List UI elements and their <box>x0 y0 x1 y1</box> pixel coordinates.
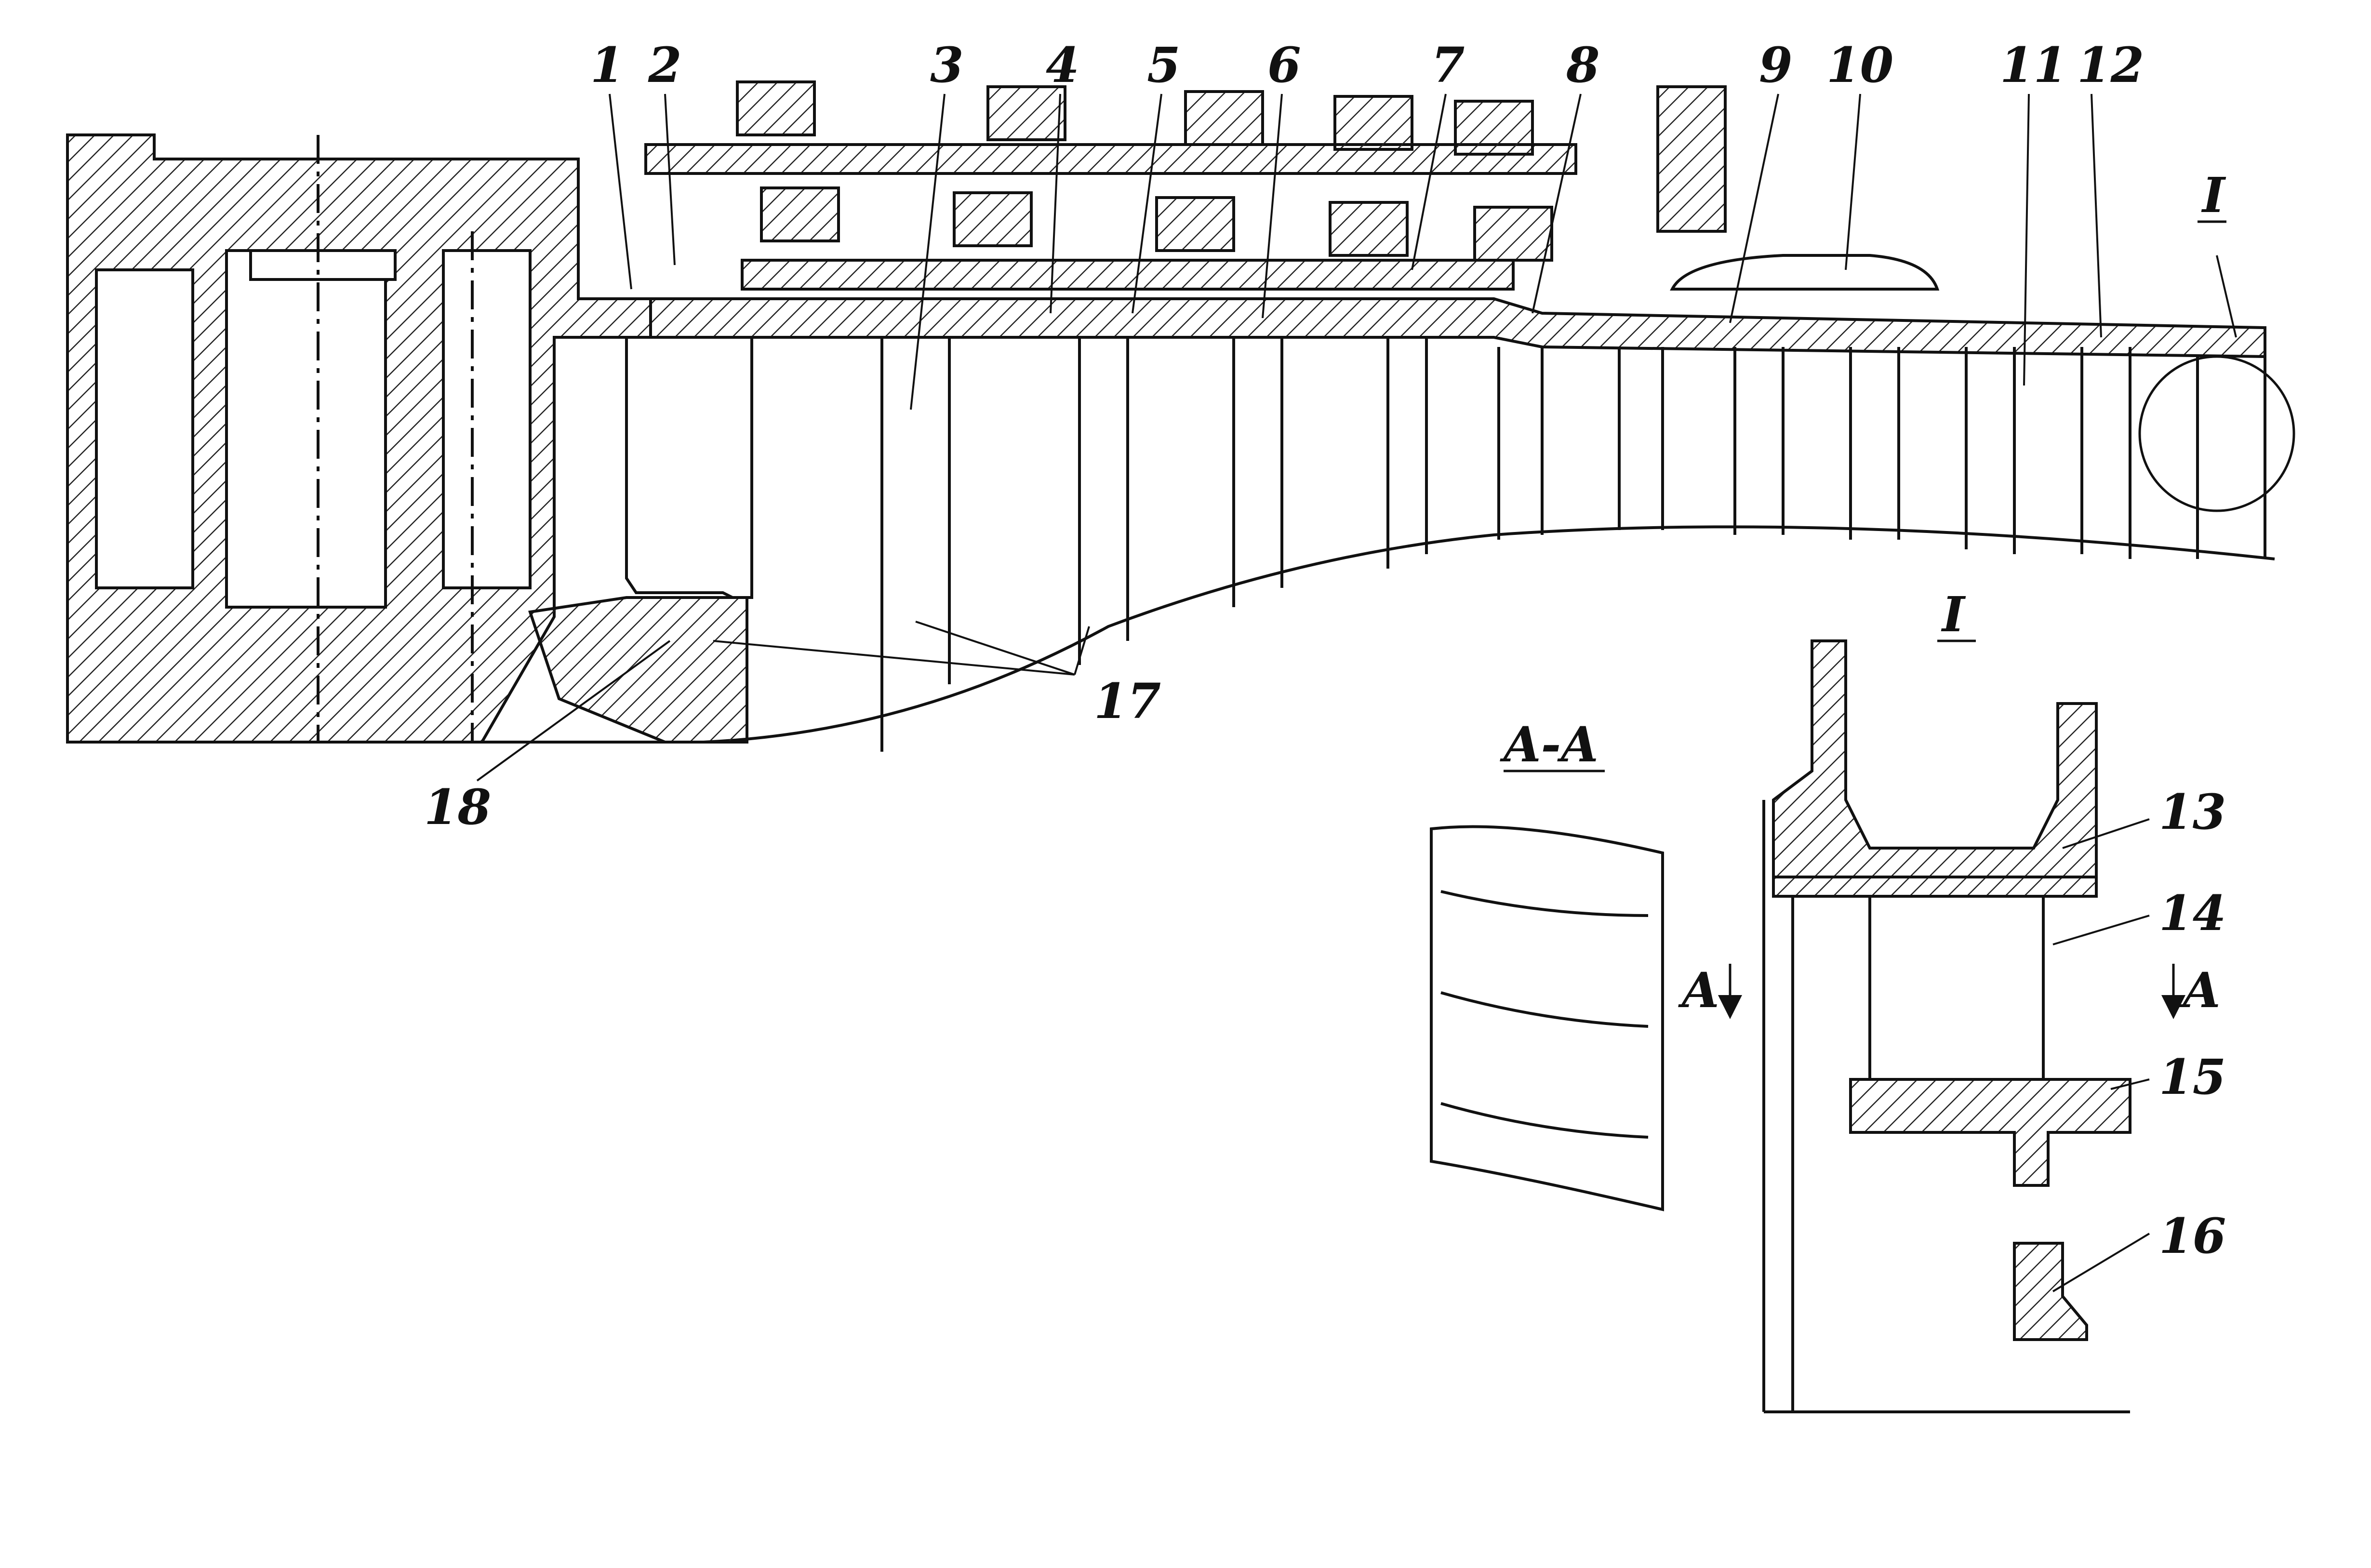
section-aa-view <box>1430 825 1664 1211</box>
part-label-18: 18 <box>424 779 491 836</box>
casing-cavity-2 <box>225 249 387 609</box>
actuator-5 <box>1454 100 1534 156</box>
part-label-10: 10 <box>1826 37 1893 93</box>
detail-ring-seal <box>1772 876 2098 898</box>
section-labels: A-A I I A A <box>1500 167 2226 1019</box>
main-section-view <box>66 80 2295 752</box>
outer-casing-band <box>644 143 1577 175</box>
actuator-2 <box>986 85 1066 141</box>
detail-ring-upper <box>1772 639 2098 878</box>
part-label-8: 8 <box>1566 37 1600 93</box>
part-label-6: 6 <box>1267 37 1301 93</box>
part-label-13: 13 <box>2159 784 2226 840</box>
detail-hub-16 <box>2013 1242 2088 1341</box>
part-label-1: 1 <box>590 37 624 93</box>
rear-stage-blades <box>1497 347 2266 559</box>
actuator-6 <box>1656 85 1727 233</box>
section-arrow-left-label: A <box>1678 962 1719 1019</box>
part-number-labels: 1 2 3 4 5 6 7 8 9 10 11 12 13 14 15 16 1… <box>424 37 2226 1264</box>
bearing-housing <box>528 596 748 744</box>
actuator-4 <box>1333 95 1413 151</box>
casing-cavity-1 <box>95 268 194 589</box>
lower-actuator-4 <box>1329 201 1409 257</box>
lower-actuator-3 <box>1155 196 1235 252</box>
detail-I-view <box>1762 639 2131 1413</box>
section-aa-blade-2 <box>1440 991 1649 1028</box>
section-aa-title: A-A <box>1500 716 1598 773</box>
casing-cavity-3 <box>442 249 532 589</box>
break-line <box>67 525 2275 744</box>
section-arrow-right-label: A <box>2179 962 2221 1019</box>
lower-actuator-5 <box>1473 206 1553 262</box>
bleed-cavity <box>1670 254 1940 291</box>
part-label-11: 11 <box>2000 37 2067 93</box>
part-label-12: 12 <box>2077 37 2144 93</box>
part-label-9: 9 <box>1759 37 1793 93</box>
part-label-4: 4 <box>1046 37 1079 93</box>
part-label-16: 16 <box>2159 1208 2226 1264</box>
casing-cavity-top <box>249 249 397 281</box>
stator-shroud <box>649 297 2266 359</box>
actuator-1 <box>736 80 816 136</box>
part-label-5: 5 <box>1147 37 1181 93</box>
actuator-rod <box>741 259 1515 291</box>
actuator-3 <box>1184 90 1264 146</box>
detail-disk-15 <box>1849 1078 2131 1187</box>
part-label-2: 2 <box>648 37 682 93</box>
detail-title: I <box>1941 586 1966 643</box>
detail-blade-14 <box>1868 895 2045 1081</box>
leader-lines <box>476 93 2237 1292</box>
lower-actuator-1 <box>760 186 840 242</box>
part-label-7: 7 <box>1431 37 1465 93</box>
part-label-3: 3 <box>930 37 964 93</box>
part-label-17: 17 <box>1094 673 1161 730</box>
section-aa-blade-3 <box>1440 1102 1649 1139</box>
part-label-15: 15 <box>2159 1049 2226 1105</box>
part-label-14: 14 <box>2159 885 2226 942</box>
section-arrows <box>1504 220 2226 1019</box>
vane-actuator-row <box>736 80 1727 291</box>
lower-actuator-2 <box>953 191 1033 247</box>
detail-marker-label: I <box>2201 167 2226 224</box>
section-aa-outline <box>1430 825 1664 1211</box>
inlet-guide-vane <box>625 336 753 599</box>
detail-circle-I <box>2138 355 2295 512</box>
section-aa-blade-1 <box>1440 890 1649 917</box>
